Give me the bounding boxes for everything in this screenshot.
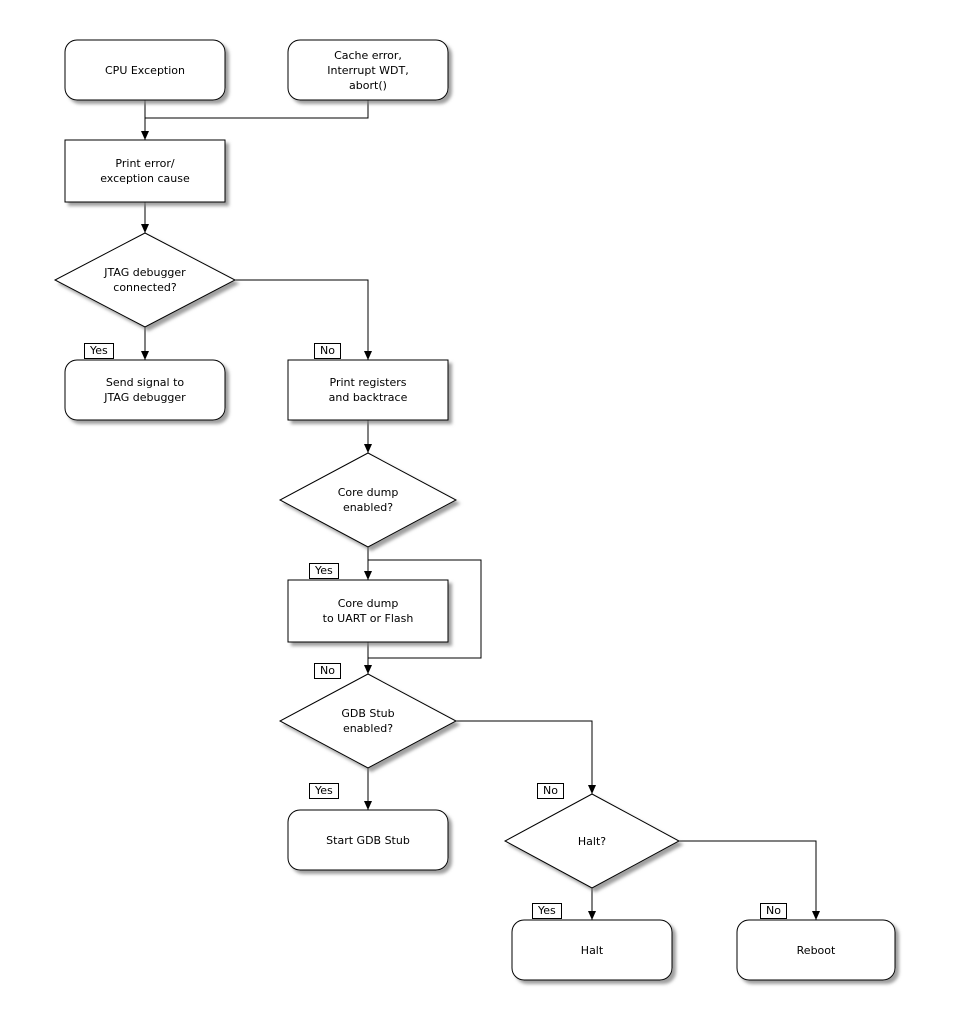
edge-cache-error-merge	[145, 100, 369, 119]
gdbstub-no-label: No	[537, 783, 564, 799]
edge-halt-no	[679, 840, 820, 920]
jtag-connected-diamond	[53, 232, 237, 328]
edge-coredump-no-bypass	[368, 559, 482, 659]
jtag-yes-label: Yes	[84, 343, 114, 359]
gdb-stub-enabled-diamond	[278, 673, 458, 769]
halt-yes-label: Yes	[532, 903, 562, 919]
coredump-yes-label: Yes	[309, 563, 339, 579]
core-dump-enabled-diamond	[278, 452, 458, 548]
halt-no-label: No	[760, 903, 787, 919]
start-gdb-stub-terminator	[287, 809, 449, 871]
reboot-terminator	[736, 919, 896, 981]
jtag-no-label: No	[314, 343, 341, 359]
halt-question-diamond	[503, 793, 681, 889]
halt-terminator	[511, 919, 673, 981]
coredump-no-label: No	[314, 663, 341, 679]
send-signal-terminator	[64, 359, 226, 421]
cpu-exception-terminator	[64, 39, 226, 101]
edge-jtag-no	[235, 279, 372, 360]
print-registers-process	[287, 359, 449, 421]
print-error-process	[64, 139, 226, 203]
edge-gdbstub-no	[456, 720, 596, 794]
cache-error-terminator	[287, 39, 449, 101]
gdbstub-yes-label: Yes	[309, 783, 339, 799]
core-dump-process	[287, 579, 449, 643]
